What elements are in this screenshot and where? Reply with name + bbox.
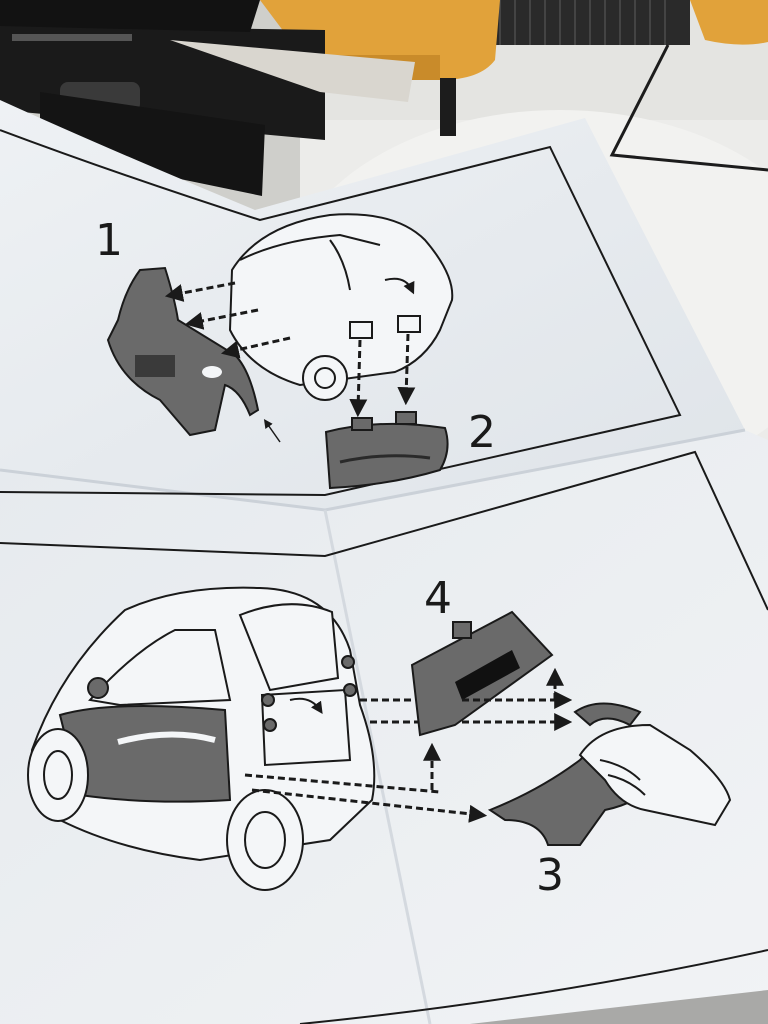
step-1-number: 1 xyxy=(95,215,123,266)
removal-arrows-bottom xyxy=(244,667,573,823)
floor-corner xyxy=(470,990,768,1024)
car-rear-line-art xyxy=(228,213,454,401)
yellow-chair-right xyxy=(609,0,768,172)
panel-top-border xyxy=(0,129,682,497)
part-2-small-panel xyxy=(324,411,449,490)
black-product-box xyxy=(0,0,415,196)
car-side-line-art xyxy=(27,586,376,891)
step-1-2-diagram: 1 2 xyxy=(95,213,496,490)
instruction-sheet: 1 2 xyxy=(0,100,768,1024)
part-4-light-housing xyxy=(410,610,554,737)
removal-arrows-top xyxy=(164,281,416,418)
hand-illustration xyxy=(578,723,732,827)
panel-bottom-border xyxy=(0,450,768,611)
step-4-number: 4 xyxy=(424,573,452,624)
step-3-4-diagram: 3 4 xyxy=(27,573,732,901)
sheet-bottom-half xyxy=(0,430,768,1024)
radiator xyxy=(490,0,690,45)
part-1-front-panel xyxy=(106,266,260,437)
step-3-number: 3 xyxy=(536,850,564,901)
step-2-number: 2 xyxy=(468,407,496,458)
